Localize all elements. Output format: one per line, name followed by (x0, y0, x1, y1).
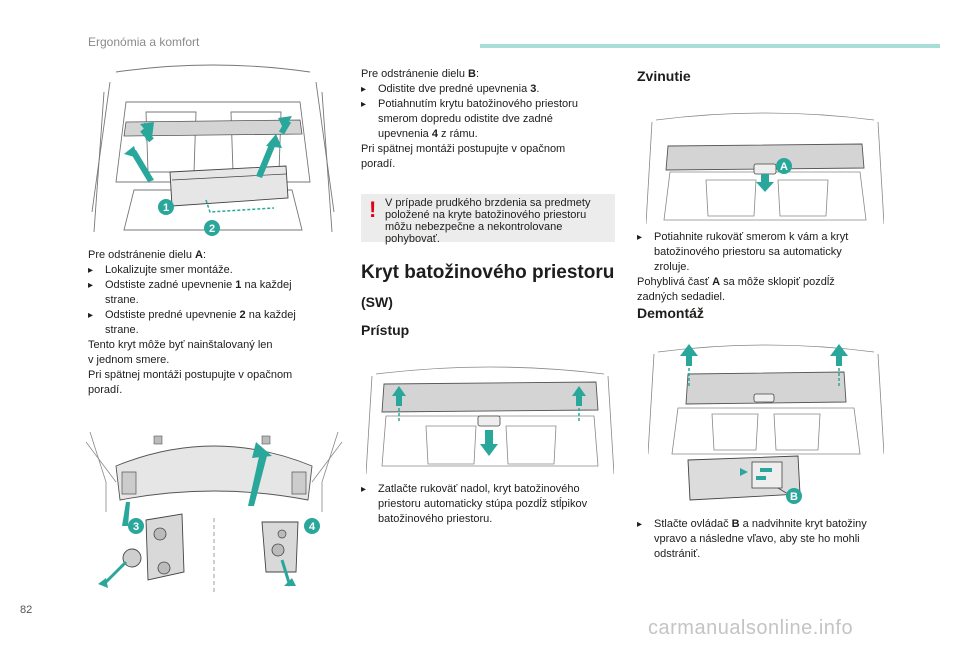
callout-b-badge (786, 488, 802, 504)
col3-bullet-1-l2: batožinového priestoru sa automaticky (654, 246, 842, 258)
col1-para-1a: Tento kryt môže byť nainštalovaný len (88, 339, 273, 351)
bullet-marker-icon: ▸ (637, 232, 643, 243)
col1-bullet-1: ▸Lokalizujte smer montáže. (88, 264, 233, 276)
col1-intro: Pre odstránenie dielu A: (88, 249, 207, 261)
col2-bullet-2: ▸Potiahnutím krytu batožinového priestor… (361, 98, 578, 110)
col3-para-b: zadných sedadiel. (637, 291, 726, 303)
warning-icon: ! (369, 197, 377, 222)
warning-line-4: pohybovať. (385, 233, 440, 245)
col2-bullet-2-l3: upevnenia 4 z rámu. (378, 128, 478, 140)
col1-para-1b: v jednom smere. (88, 354, 170, 366)
bullet-marker-icon: ▸ (361, 99, 367, 110)
bullet-marker-icon: ▸ (637, 519, 643, 530)
removal-heading: Demontáž (637, 305, 704, 321)
header-accent-bar (480, 44, 940, 48)
col2-para-b: poradí. (361, 158, 396, 170)
callout-b-label: B (790, 491, 798, 503)
col3-bullet-1: ▸Potiahnite rukoväť smerom k vám a kryt (637, 231, 849, 243)
cover-access-illustration (366, 366, 614, 474)
cover-removal-illustration: B (648, 344, 884, 504)
col1-instructions: Pre odstránenie dielu A: ▸Lokalizujte sm… (88, 248, 338, 398)
callout-2-badge (204, 220, 220, 236)
callout-2-label: 2 (209, 223, 215, 235)
callout-1-label: 1 (163, 202, 169, 214)
col1-para-2b: poradí. (88, 384, 123, 396)
col1-bullet-2-cont: strane. (105, 294, 139, 306)
cover-roll-up-illustration: A (646, 112, 884, 224)
parcel-shelf-fixings-illustration: 3 4 (86, 431, 342, 592)
col1-bullet-3: ▸Odstiste predné upevnenie 2 na každej (88, 309, 296, 321)
callout-4-label: 4 (309, 521, 316, 533)
col2-para-a: Pri spätnej montáži postupujte v opačnom (361, 143, 566, 155)
callout-1-badge (158, 199, 174, 215)
col3-removal-instructions: ▸Stlačte ovládač B a nadvihnite kryt bat… (637, 517, 917, 562)
callout-3-label: 3 (133, 521, 139, 533)
col2-bullet-3: ▸Zatlačte rukoväť nadol, kryt batožinové… (361, 483, 580, 495)
bullet-marker-icon: ▸ (88, 310, 94, 321)
col2-bullet-3-l2: priestoru automaticky stúpa pozdĺž stĺpi… (378, 498, 588, 510)
col3-bullet-2-l2: vpravo a následne vľavo, aby ste ho mohl… (654, 533, 860, 545)
watermark: carmanualsonline.info (648, 617, 854, 639)
col2-bullet-2-l2: smerom dopredu odistite dve zadné (378, 113, 553, 125)
roll-up-heading: Zvinutie (637, 68, 691, 84)
col2-access-instructions: ▸Zatlačte rukoväť nadol, kryt batožinové… (361, 482, 621, 527)
callout-3-badge (128, 518, 144, 534)
bullet-marker-icon: ▸ (361, 484, 367, 495)
warning-line-2: položené na kryte batožinového priestoru (385, 209, 587, 221)
col1-bullet-2: ▸Odstiste zadné upevnenie 1 na každej (88, 279, 292, 291)
col3-bullet-2-l3: odstrániť. (654, 548, 701, 560)
section-subheading-access: Prístup (361, 322, 410, 338)
col3-bullet-1-l3: zroluje. (654, 261, 690, 273)
col2-bullet-3-l3: batožinového priestoru. (378, 513, 493, 525)
warning-line-3: môžu nebezpečne a nekontrolovane (385, 221, 563, 233)
col2-bullet-1: ▸Odistite dve predné upevnenia 3. (361, 83, 540, 95)
col1-para-2a: Pri spätnej montáži postupujte v opačnom (88, 369, 293, 381)
bullet-marker-icon: ▸ (88, 265, 94, 276)
callout-a-label: A (780, 161, 788, 173)
callout-4-badge (304, 518, 320, 534)
section-heading: Kryt batožinového priestoru (361, 262, 615, 283)
bullet-marker-icon: ▸ (361, 84, 367, 95)
callout-a-badge (776, 158, 792, 174)
bullet-marker-icon: ▸ (88, 280, 94, 291)
col3-roll-up-instructions: ▸Potiahnite rukoväť smerom k vám a kryt … (637, 230, 907, 305)
section-title: Ergonómia a komfort (88, 35, 200, 49)
col1-bullet-3-cont: strane. (105, 324, 139, 336)
trunk-cover-removal-illustration: 1 2 (91, 64, 335, 236)
warning-line-1: V prípade prudkého brzdenia sa predmety (385, 197, 591, 209)
section-subheading-sw: (SW) (361, 294, 393, 310)
warning-box: ! V prípade prudkého brzdenia sa predmet… (361, 194, 615, 245)
col3-bullet-2: ▸Stlačte ovládač B a nadvihnite kryt bat… (637, 518, 867, 530)
col2-instructions: Pre odstránenie dielu B: ▸Odistite dve p… (361, 67, 621, 172)
col2-intro: Pre odstránenie dielu B: (361, 68, 480, 80)
col3-para-a: Pohyblivá časť A sa môže sklopiť pozdĺž (637, 276, 835, 288)
page-number: 82 (20, 604, 33, 616)
